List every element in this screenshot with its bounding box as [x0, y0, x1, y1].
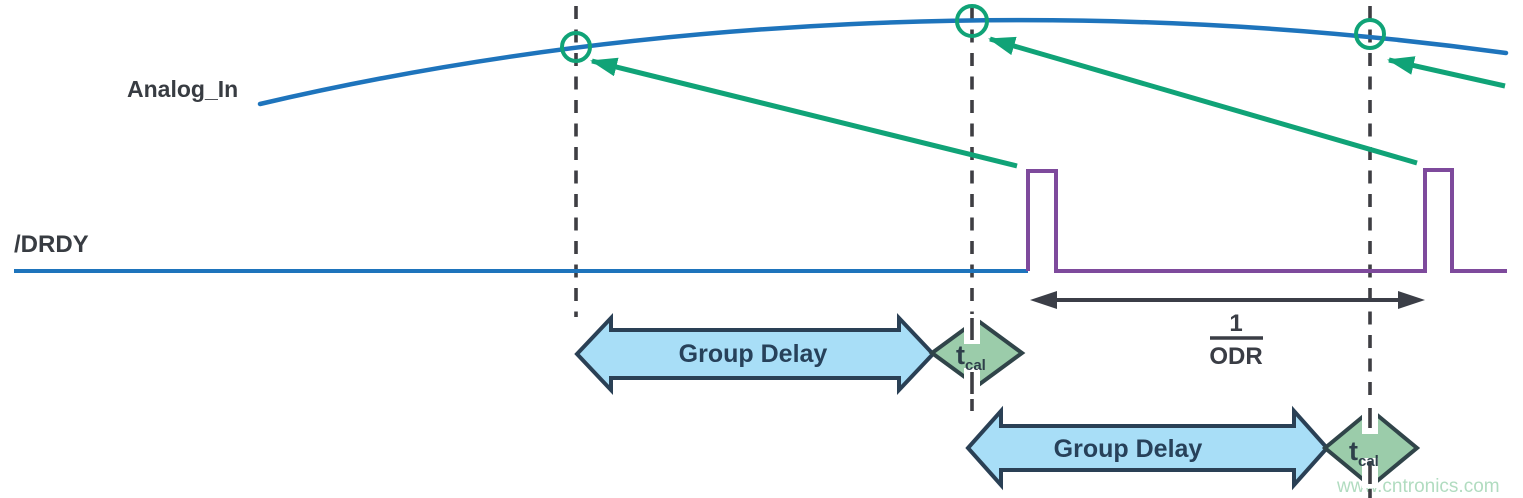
group-delay-label-top: Group Delay	[679, 340, 828, 368]
odr-fraction-label: 1 ODR	[1209, 310, 1263, 370]
tcal-subscript: cal	[965, 357, 986, 374]
drdy-pulse-train	[1026, 168, 1507, 273]
tcal-label-top: tcal	[956, 340, 986, 374]
group-delay-label-bottom: Group Delay	[1054, 435, 1203, 463]
odr-period-arrow	[1030, 291, 1425, 309]
tcal-diamond-bottom: tcal	[1321, 404, 1421, 489]
tcal-subscript: cal	[1358, 453, 1379, 470]
tcal-diamond-bottom-shape	[1321, 407, 1421, 489]
drdy-label: /DRDY	[14, 231, 89, 258]
tcal-diamond-top-shape	[928, 317, 1026, 389]
odr-arrowhead-right	[1398, 291, 1425, 309]
analog-in-curve	[257, 17, 1509, 107]
sample-pointer-arrow-1	[590, 57, 1018, 169]
sample-pointer-arrow-2	[988, 36, 1418, 166]
tcal-base: t	[956, 340, 965, 370]
sample-pointer-arrow-3	[1387, 56, 1506, 89]
sample-point-circle-2	[955, 4, 989, 38]
odr-denominator: ODR	[1209, 343, 1262, 370]
tcal-label-bottom: tcal	[1349, 436, 1379, 470]
sample-point-circle-3	[1354, 18, 1386, 50]
odr-numerator: 1	[1229, 310, 1242, 337]
tcal-diamond-top: tcal	[928, 314, 1026, 398]
odr-arrowhead-left	[1030, 291, 1057, 309]
analog-in-label: Analog_In	[127, 76, 238, 102]
sample-point-circle-1	[560, 31, 592, 63]
tcal-base: t	[1349, 436, 1358, 466]
